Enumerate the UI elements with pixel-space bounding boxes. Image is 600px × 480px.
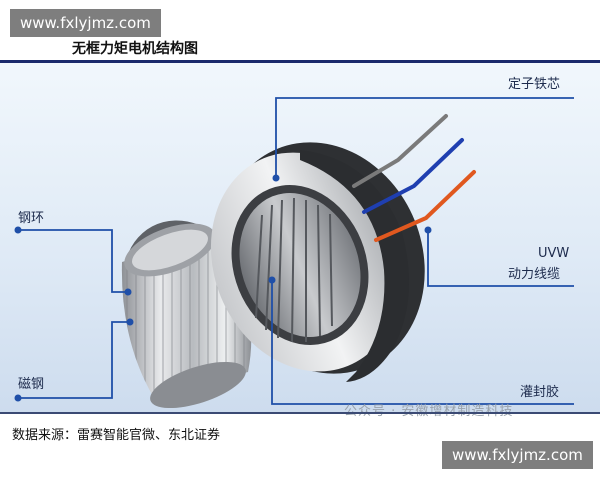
cable-orange	[374, 170, 476, 242]
label-power-cable: 动力线缆	[508, 267, 561, 282]
cable-blue	[362, 138, 464, 214]
figure-title: 无框力矩电机结构图	[72, 41, 198, 57]
channel-watermark: 公众号 · 安徽增材制造科技	[344, 400, 513, 419]
source-note: 数据来源：雷赛智能官微、东北证券	[12, 428, 221, 443]
site-watermark-bottom: www.fxlyjmz.com	[442, 441, 593, 469]
title-rule	[0, 60, 600, 63]
label-uvw: UVW	[538, 246, 570, 261]
label-steel-ring: 钢环	[18, 211, 45, 226]
leader-steel-ring	[18, 229, 128, 293]
stator-assembly	[210, 142, 425, 382]
leader-lines	[18, 97, 574, 405]
leader-magnetic-steel	[18, 321, 130, 399]
leader-uvw	[427, 230, 574, 287]
site-watermark-top: www.fxlyjmz.com	[10, 9, 161, 37]
leader-stator-core	[275, 97, 574, 178]
leader-dots	[14, 174, 432, 402]
leader-potting	[271, 280, 574, 405]
source-rule	[0, 412, 600, 414]
cable-gray	[352, 114, 448, 188]
magnet-ring	[121, 220, 252, 409]
label-stator-core: 定子铁芯	[508, 77, 561, 92]
label-magnetic-steel: 磁钢	[18, 377, 45, 392]
label-potting: 灌封胶	[520, 385, 560, 400]
uvw-cables	[352, 114, 476, 242]
